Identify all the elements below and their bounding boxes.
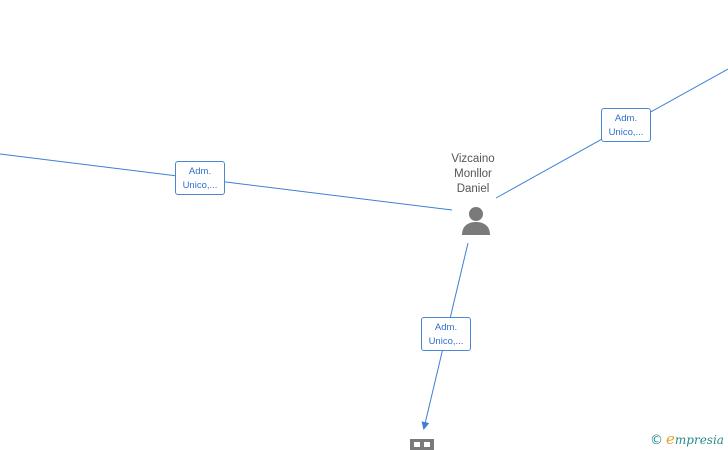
person-icon[interactable] (462, 207, 490, 235)
person-name-label[interactable]: Vizcaino Monllor Daniel (451, 153, 495, 195)
empresia-watermark: ©empresia (650, 430, 724, 448)
watermark-first-letter: e (666, 430, 675, 448)
edge-label-left[interactable]: Adm. Unico,... (175, 161, 225, 195)
edge-label-down[interactable]: Adm. Unico,... (421, 317, 471, 351)
edge-line-left (0, 153, 453, 211)
edge-label-right[interactable]: Adm. Unico,... (601, 108, 651, 142)
building-icon[interactable] (410, 439, 434, 450)
copyright-icon: © (650, 433, 663, 448)
watermark-rest: mpresia (674, 433, 724, 447)
